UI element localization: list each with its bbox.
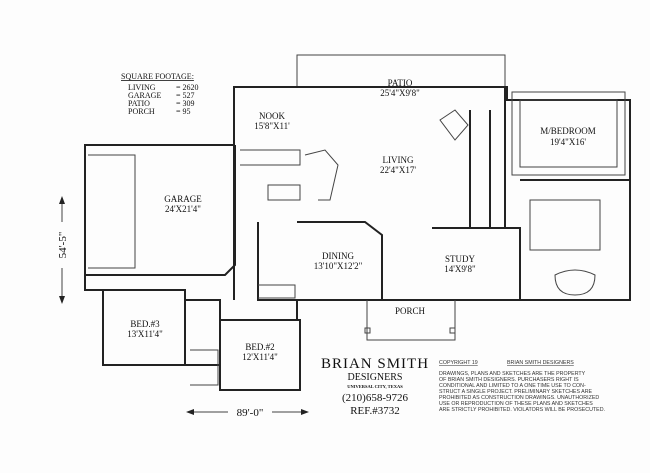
sqft-label: GARAGE	[128, 91, 161, 100]
room-garage-name: GARAGE	[164, 194, 202, 204]
room-patio-size: 25'4"X9'8"	[380, 88, 420, 98]
room-study-name: STUDY	[445, 254, 476, 264]
copyright-heading: COPYRIGHT 19	[439, 360, 478, 366]
square-footage-table: SQUARE FOOTAGE: LIVING = 2620 GARAGE = 5…	[121, 72, 199, 116]
room-dining-size: 13'10"X12'2"	[314, 261, 363, 271]
room-bed3-size: 13'X11'4"	[127, 329, 163, 339]
room-nook-size: 15'8"X11'	[254, 121, 290, 131]
copyright-line: USE OR REPRODUCTION OF THESE PLANS AND S…	[439, 401, 593, 407]
sqft-value: = 309	[176, 99, 195, 108]
sqft-value: = 95	[176, 107, 191, 116]
room-master-name: M/BEDROOM	[540, 126, 596, 136]
room-bed2-name: BED.#2	[245, 342, 274, 352]
copyright-line: STRUCT A SINGLE PROJECT. PRELIMINARY SKE…	[439, 389, 593, 395]
patio-outline	[296, 54, 506, 87]
room-garage-size: 24'X21'4"	[165, 204, 201, 214]
room-dining-name: DINING	[322, 251, 354, 261]
copyright-line: ARE STRICTLY PROHIBITED. VIOLATORS WILL …	[439, 407, 605, 413]
room-porch-name: PORCH	[395, 306, 426, 316]
room-nook-name: NOOK	[259, 111, 285, 121]
room-study-size: 14'X9'8"	[444, 264, 476, 274]
copyright-notice: COPYRIGHT 19 BRIAN SMITH DESIGNERS DRAWI…	[439, 360, 605, 413]
copyright-line: PROHIBITED AS CONSTRUCTION DRAWINGS. UNA…	[439, 395, 599, 401]
depth-dimension: 54'-5"	[57, 232, 69, 259]
dimension-width: 89'-0"	[186, 407, 309, 419]
room-living-name: LIVING	[383, 155, 414, 165]
room-master-size: 19'4"X16'	[550, 137, 586, 147]
sqft-label: LIVING	[128, 83, 156, 92]
room-bed2-size: 12'X11'4"	[242, 352, 278, 362]
porch-outline	[364, 300, 456, 341]
sqft-value: = 527	[176, 91, 195, 100]
width-dimension: 89'-0"	[237, 407, 264, 419]
plan-reference: REF.#3732	[350, 405, 400, 417]
designer-city: UNIVERSAL CITY, TEXAS	[347, 384, 403, 389]
copyright-line: OF BRIAN SMITH DESIGNERS. PURCHASERS RIG…	[439, 377, 579, 383]
sqft-label: PORCH	[128, 107, 155, 116]
copyright-line: CONDITIONAL AND LIMITED TO A ONE TIME US…	[439, 383, 586, 389]
designer-sub: DESIGNERS	[347, 372, 402, 383]
sqft-label: PATIO	[128, 99, 150, 108]
dimension-depth: 54'-5"	[57, 196, 69, 304]
copyright-owner: BRIAN SMITH DESIGNERS	[507, 360, 574, 366]
sqft-value: = 2620	[176, 83, 199, 92]
copyright-line: DRAWINGS, PLANS AND SKETCHES ARE THE PRO…	[439, 371, 586, 377]
room-living-size: 22'4"X17'	[380, 165, 416, 175]
sqft-title: SQUARE FOOTAGE:	[121, 72, 194, 81]
designer-title-block: BRIAN SMITH DESIGNERS UNIVERSAL CITY, TE…	[321, 356, 429, 417]
designer-phone: (210)658-9726	[342, 392, 408, 404]
room-patio-name: PATIO	[388, 78, 413, 88]
room-bed3-name: BED.#3	[130, 319, 160, 329]
designer-name: BRIAN SMITH	[321, 356, 429, 372]
interior-walls	[103, 87, 630, 386]
